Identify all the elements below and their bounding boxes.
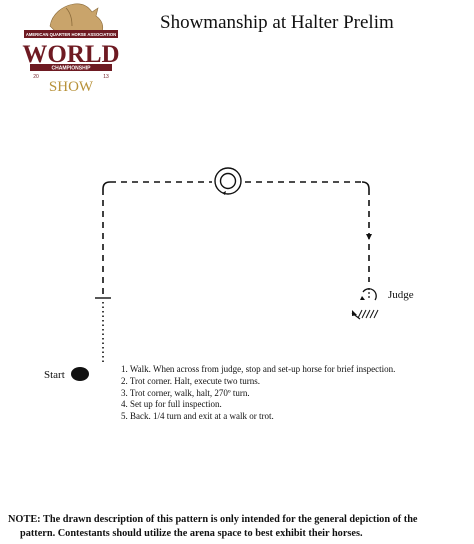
championship-text: CHAMPIONSHIP — [52, 66, 92, 72]
start-label: Start — [44, 369, 65, 381]
show-text: SHOW — [49, 79, 94, 94]
step-item: 4. Set up for full inspection. — [121, 399, 222, 410]
year-right: 13 — [103, 74, 109, 80]
step-item: 2. Trot corner. Halt, execute two turns. — [121, 375, 260, 386]
association-text: AMERICAN QUARTER HORSE ASSOCIATION — [26, 32, 116, 37]
step-item: 1. Walk. When across from judge, stop an… — [121, 364, 396, 374]
pattern-steps: 1. Walk. When across from judge, stop an… — [121, 364, 395, 423]
turn-270-icon — [362, 288, 377, 301]
note-line-1: NOTE: The drawn description of this patt… — [8, 514, 418, 525]
disclaimer-note: NOTE: The drawn description of this patt… — [8, 513, 466, 541]
judge-label: Judge — [388, 289, 414, 301]
two-turns-icon — [214, 167, 242, 195]
note-line-2: pattern. Contestants should utilize the … — [20, 528, 363, 539]
year-left: 20 — [33, 74, 39, 80]
corner-right — [361, 181, 370, 190]
aqha-world-show-logo: AMERICAN QUARTER HORSE ASSOCIATION WORLD… — [22, 3, 120, 94]
direction-arrow-icon — [366, 234, 372, 240]
horse-head-icon — [49, 3, 104, 33]
page-title: Showmanship at Halter Prelim — [160, 12, 394, 33]
step-item: 3. Trot corner, walk, halt, 270º turn. — [121, 387, 250, 398]
start-marker — [71, 367, 89, 381]
association-banner — [24, 30, 118, 38]
corner-left — [102, 181, 111, 190]
championship-band — [30, 64, 112, 71]
step-item: 5. Back. 1/4 turn and exit at a walk or … — [121, 411, 274, 422]
world-text: WORLD — [22, 41, 119, 68]
